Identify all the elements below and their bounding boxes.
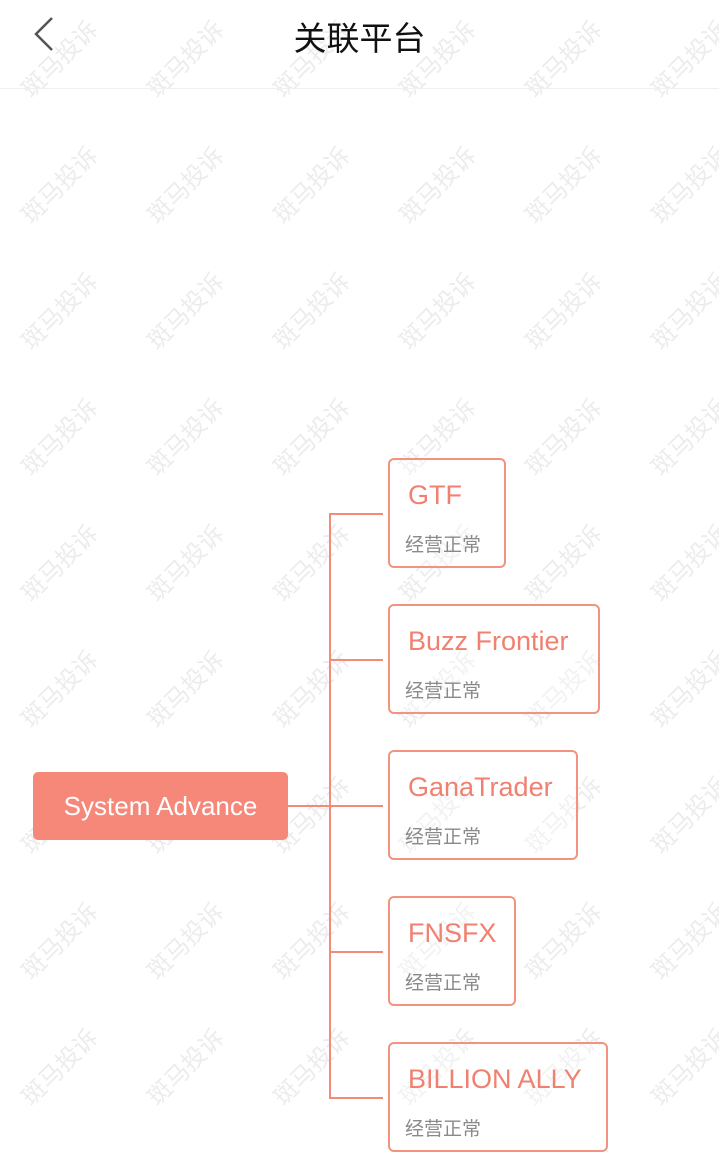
- watermark-text: 斑马投诉: [267, 141, 356, 230]
- platform-name: GTF: [408, 480, 462, 510]
- back-button[interactable]: [30, 14, 66, 54]
- branch-connector: [330, 659, 383, 661]
- watermark-text: 斑马投诉: [141, 897, 230, 986]
- platform-node-billion-ally[interactable]: BILLION ALLY 经营正常: [388, 1042, 608, 1152]
- platform-name: FNSFX: [408, 918, 497, 948]
- platform-status: 经营正常: [405, 1118, 482, 1140]
- watermark-text: 斑马投诉: [141, 393, 230, 482]
- watermark-text: 斑马投诉: [267, 897, 356, 986]
- watermark-text: 斑马投诉: [15, 267, 104, 356]
- watermark-text: 斑马投诉: [645, 1023, 719, 1112]
- platform-node-ganatrader[interactable]: GanaTrader 经营正常: [388, 750, 578, 860]
- watermark-text: 斑马投诉: [15, 393, 104, 482]
- watermark-text: 斑马投诉: [645, 645, 719, 734]
- watermark-text: 斑马投诉: [15, 519, 104, 608]
- watermark-text: 斑马投诉: [645, 771, 719, 860]
- root-platform-node: System Advance: [33, 772, 288, 840]
- watermark-text: 斑马投诉: [519, 519, 608, 608]
- watermark-text: 斑马投诉: [141, 141, 230, 230]
- watermark-text: 斑马投诉: [267, 393, 356, 482]
- watermark-text: 斑马投诉: [393, 267, 482, 356]
- platform-node-buzz-frontier[interactable]: Buzz Frontier 经营正常: [388, 604, 600, 714]
- platform-name: BILLION ALLY: [408, 1064, 582, 1094]
- watermark-text: 斑马投诉: [645, 897, 719, 986]
- watermark-text: 斑马投诉: [645, 141, 719, 230]
- watermark-text: 斑马投诉: [141, 645, 230, 734]
- watermark-text: 斑马投诉: [15, 141, 104, 230]
- platform-status: 经营正常: [405, 680, 482, 702]
- platform-name: Buzz Frontier: [408, 626, 569, 656]
- watermark-text: 斑马投诉: [393, 141, 482, 230]
- watermark-text: 斑马投诉: [645, 267, 719, 356]
- watermark-text: 斑马投诉: [645, 519, 719, 608]
- header: 关联平台: [0, 0, 719, 89]
- watermark-text: 斑马投诉: [15, 897, 104, 986]
- watermark-text: 斑马投诉: [267, 645, 356, 734]
- watermark-text: 斑马投诉: [519, 897, 608, 986]
- watermark-text: 斑马投诉: [519, 267, 608, 356]
- watermark-text: 斑马投诉: [141, 267, 230, 356]
- platform-node-gtf[interactable]: GTF 经营正常: [388, 458, 506, 568]
- platform-status: 经营正常: [405, 534, 482, 556]
- platform-name: GanaTrader: [408, 772, 553, 802]
- page-title: 关联平台: [293, 19, 426, 58]
- branch-connector: [330, 513, 383, 515]
- platform-status: 经营正常: [405, 826, 482, 848]
- watermark-text: 斑马投诉: [519, 141, 608, 230]
- watermark-text: 斑马投诉: [15, 1023, 104, 1112]
- platform-status: 经营正常: [405, 972, 482, 994]
- branch-connector: [330, 805, 383, 807]
- branch-connector: [330, 1097, 383, 1099]
- platform-node-fnsfx[interactable]: FNSFX 经营正常: [388, 896, 516, 1006]
- watermark-text: 斑马投诉: [267, 267, 356, 356]
- watermark-text: 斑马投诉: [267, 519, 356, 608]
- branch-connector: [330, 951, 383, 953]
- watermark-text: 斑马投诉: [141, 1023, 230, 1112]
- watermark-text: 斑马投诉: [519, 393, 608, 482]
- chevron-left-icon: [34, 17, 53, 51]
- watermark-text: 斑马投诉: [15, 645, 104, 734]
- watermark-text: 斑马投诉: [141, 519, 230, 608]
- watermark-text: 斑马投诉: [645, 393, 719, 482]
